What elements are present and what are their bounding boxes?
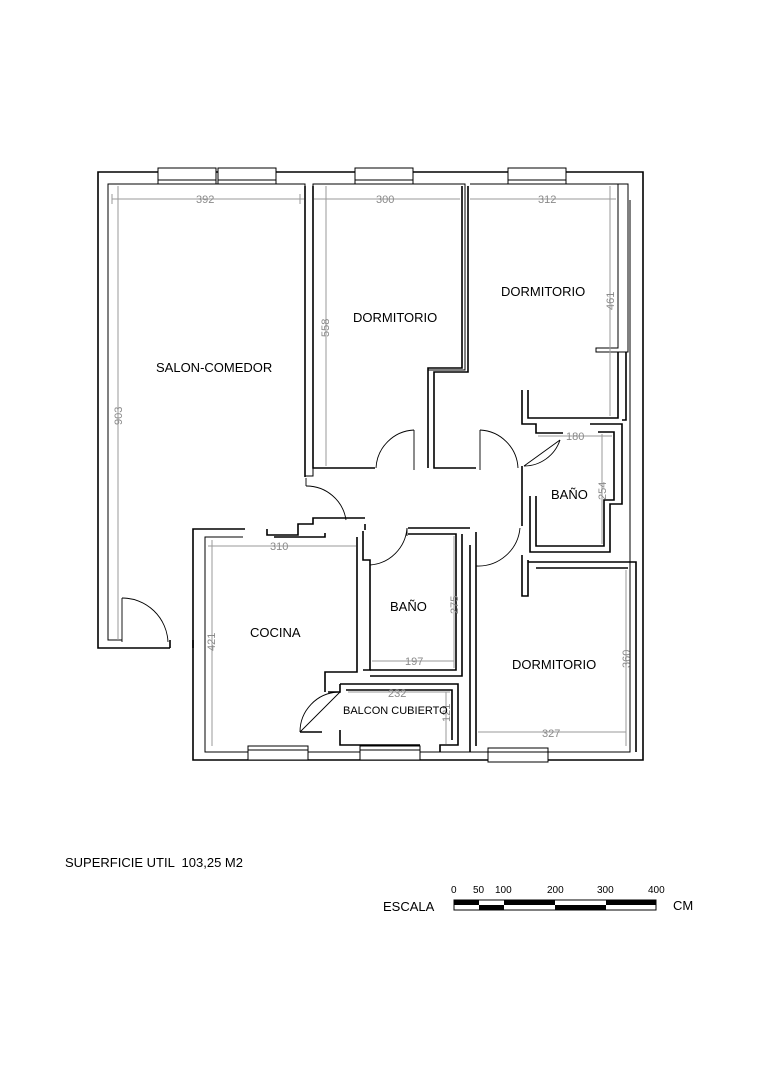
room-label-dorm2: DORMITORIO xyxy=(501,284,585,299)
scale-tick-100: 100 xyxy=(495,885,512,896)
window-salon-1 xyxy=(157,167,217,185)
room-label-salon: SALON-COMEDOR xyxy=(156,360,272,375)
scale-tick-400: 400 xyxy=(648,885,665,896)
dim-balcon-height: 121 xyxy=(441,704,453,722)
room-label-dorm1: DORMITORIO xyxy=(353,310,437,325)
dim-salon-height: 903 xyxy=(113,407,125,425)
dim-bano-mid-height: 275 xyxy=(449,596,461,614)
room-label-bano-top: BAÑO xyxy=(551,487,588,502)
dim-dorm3-height: 360 xyxy=(621,650,633,668)
scale-bar: 0 50 100 200 300 400 xyxy=(451,885,665,911)
window-salon-2 xyxy=(217,167,277,185)
room-label-balcon: BALCON CUBIERTO xyxy=(343,705,448,717)
scale-tick-50: 50 xyxy=(473,885,485,896)
window-dorm3 xyxy=(487,747,549,763)
dim-bano-top-width: 180 xyxy=(566,431,584,443)
dimension-labels: 392 903 300 558 312 461 180 254 310 421 … xyxy=(113,194,633,740)
window-balcon xyxy=(359,745,421,761)
dim-balcon-width: 232 xyxy=(388,688,406,700)
interior-walls xyxy=(266,186,637,752)
room-label-bano-mid: BAÑO xyxy=(390,599,427,614)
windows xyxy=(157,167,567,763)
window-dorm2 xyxy=(507,167,567,185)
surface-area-label: SUPERFICIE UTIL 103,25 M2 xyxy=(65,855,243,870)
doors xyxy=(121,429,561,733)
window-cocina xyxy=(247,745,309,761)
dim-cocina-height: 421 xyxy=(206,633,218,651)
scale-tick-0: 0 xyxy=(451,885,457,896)
outer-walls xyxy=(97,171,644,761)
dim-dorm2-height: 461 xyxy=(605,292,617,310)
dim-dorm1-width: 300 xyxy=(376,194,394,206)
scale-label: ESCALA xyxy=(383,899,435,914)
room-labels: SALON-COMEDOR DORMITORIO DORMITORIO BAÑO… xyxy=(156,284,596,717)
window-dorm1 xyxy=(354,167,414,185)
dim-bano-top-height: 254 xyxy=(597,482,609,500)
dim-bano-mid-width: 197 xyxy=(405,656,423,668)
dim-salon-width: 392 xyxy=(196,194,214,206)
room-label-dorm3: DORMITORIO xyxy=(512,657,596,672)
scale-tick-200: 200 xyxy=(547,885,564,896)
dimension-lines xyxy=(111,186,627,746)
scale-unit: CM xyxy=(673,898,694,913)
dim-dorm2-width: 312 xyxy=(538,194,556,206)
dim-dorm1-height: 558 xyxy=(320,319,332,337)
dim-dorm3-width: 327 xyxy=(542,728,560,740)
dim-cocina-width: 310 xyxy=(270,541,288,553)
scale-tick-300: 300 xyxy=(597,885,614,896)
room-label-cocina: COCINA xyxy=(250,625,301,640)
